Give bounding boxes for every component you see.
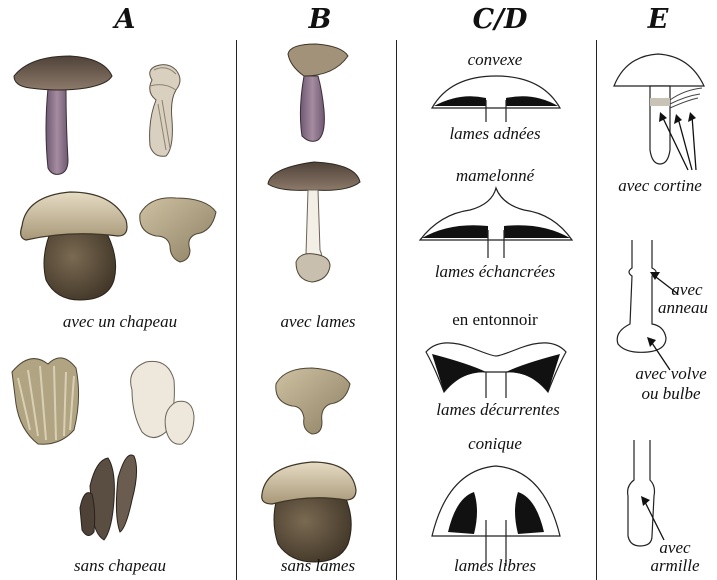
mushroom-a-club-fungus (80, 455, 137, 540)
caption-with-gills: avec lames (248, 312, 388, 332)
gill-type-label-free: lames libres (420, 556, 570, 576)
gill-type-label-adnate: lames adnées (420, 124, 570, 144)
label-volva-line1: avec volve (628, 364, 714, 384)
mushroom-a-chanterelle (140, 198, 216, 262)
cap-shape-convex-diagram (432, 76, 560, 122)
caption-without-gills: sans lames (248, 556, 388, 576)
caption-without-cap: sans chapeau (20, 556, 220, 576)
cap-shape-label-umbonate: mamelonné (420, 166, 570, 186)
mushroom-b-russula (288, 44, 348, 141)
label-armilla-line2: armille (640, 556, 710, 576)
mushroom-a-purple-stem (14, 56, 112, 174)
mushroom-a-morel-like (150, 65, 180, 157)
cap-shape-funnel-diagram (426, 343, 566, 398)
mushroom-a-coral (12, 358, 79, 444)
label-armilla-line1: avec (650, 538, 700, 558)
mushroom-a-bolete (21, 192, 127, 300)
gill-type-label-emarginate: lames échancrées (412, 262, 578, 282)
gill-type-label-decurrent: lames décurrentes (412, 400, 584, 420)
caption-with-cap: avec un chapeau (20, 312, 220, 332)
cap-shape-conical-diagram (432, 466, 560, 566)
mushroom-b-chanterelle (276, 368, 350, 434)
cap-shape-label-conical: conique (420, 434, 570, 454)
label-ring-line1: avec (662, 280, 712, 300)
armilla-diagram (628, 440, 664, 546)
label-with-cortina: avec cortine (606, 176, 714, 196)
cortina-diagram (614, 54, 704, 170)
mushroom-b-bolete (262, 462, 356, 562)
cap-shape-label-funnel: en entonnoir (420, 310, 570, 330)
cap-shape-label-convex: convexe (420, 50, 570, 70)
cap-shape-umbonate-diagram (420, 188, 572, 258)
mushroom-a-puffball (131, 361, 194, 444)
mushroom-b-amanita (268, 162, 360, 282)
label-volva-line2: ou bulbe (628, 384, 714, 404)
label-ring-line2: anneau (652, 298, 714, 318)
